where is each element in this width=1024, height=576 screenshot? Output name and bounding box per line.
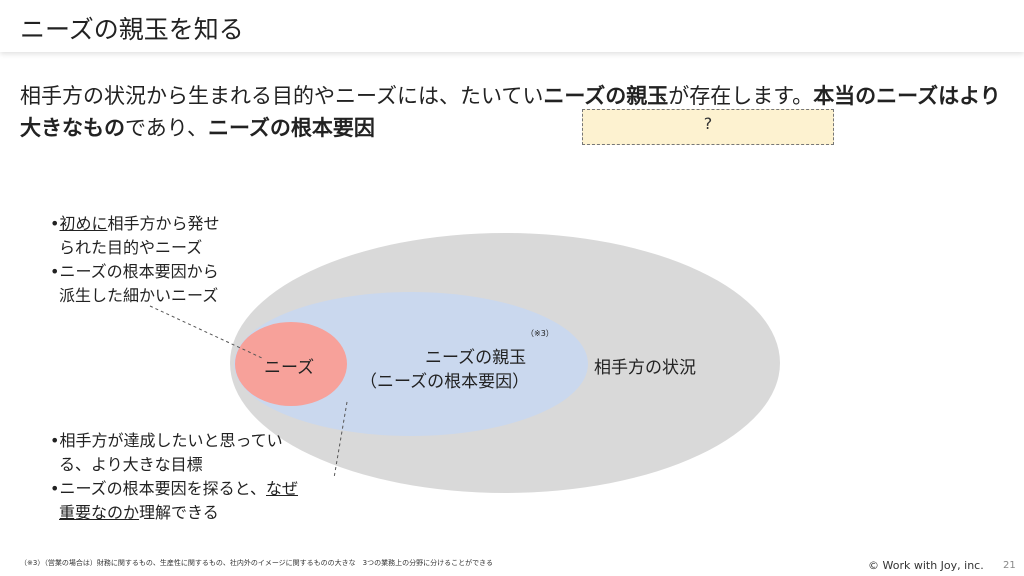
footnote: （※3）（営業の場合は）財務に関するもの、生産性に関するもの、社内外のイメージに… bbox=[20, 559, 493, 567]
outer-label: 相手方の状況 bbox=[594, 358, 696, 378]
lead-text-3: であり、 bbox=[125, 116, 208, 140]
top-note: •初めに相手方から発せ られた目的やニーズ •ニーズの根本要因から 派生した細か… bbox=[50, 214, 220, 305]
top-note-item-2: •ニーズの根本要因から bbox=[50, 262, 219, 281]
lead-bold-1: ニーズの親玉 bbox=[543, 84, 669, 108]
superscript-note: （※3） bbox=[526, 329, 554, 338]
bottom-note-item-1: •相手方が達成したいと思ってい bbox=[50, 431, 283, 450]
underlined-first: 初めに bbox=[59, 214, 108, 233]
middle-ellipse bbox=[234, 292, 588, 436]
lead-text: 相手方の状況から生まれる目的やニーズには、たいていニーズの親玉が存在します。本当… bbox=[20, 80, 1010, 144]
lead-bold-2: 本当のニーズはより大きなもの bbox=[20, 84, 1001, 140]
middle-label-line2: （ニーズの根本要因） bbox=[360, 372, 530, 392]
header-band bbox=[0, 0, 1024, 52]
page-number: 21 bbox=[1003, 560, 1016, 571]
bottom-note-item-2: •ニーズの根本要因を探ると、なぜ bbox=[50, 479, 299, 498]
lead-bold-3: ニーズの根本要因 bbox=[207, 116, 375, 140]
top-note-item-1: •初めに相手方から発せ bbox=[50, 214, 220, 233]
underlined-important: 重要なのか bbox=[59, 503, 140, 522]
underlined-why: なぜ bbox=[266, 479, 299, 498]
answer-placeholder: ? bbox=[703, 114, 713, 133]
inner-ellipse bbox=[235, 322, 347, 406]
lead-text-1: 相手方の状況から生まれる目的やニーズには、たいてい bbox=[20, 84, 544, 108]
inner-label: ニーズ bbox=[264, 358, 315, 378]
bottom-connector-line bbox=[333, 401, 348, 479]
middle-label-line1: ニーズの親玉 bbox=[425, 348, 527, 368]
slide-title: ニーズの親玉を知る bbox=[20, 15, 244, 44]
top-connector-line bbox=[149, 305, 263, 359]
hidden-answer-box[interactable]: ? bbox=[582, 109, 834, 145]
lead-text-2: が存在します。 bbox=[668, 84, 814, 108]
bottom-note: •相手方が達成したいと思ってい る、より大きな目標 •ニーズの根本要因を探ると、… bbox=[50, 431, 299, 522]
copyright: © Work with Joy, inc. bbox=[868, 559, 984, 572]
